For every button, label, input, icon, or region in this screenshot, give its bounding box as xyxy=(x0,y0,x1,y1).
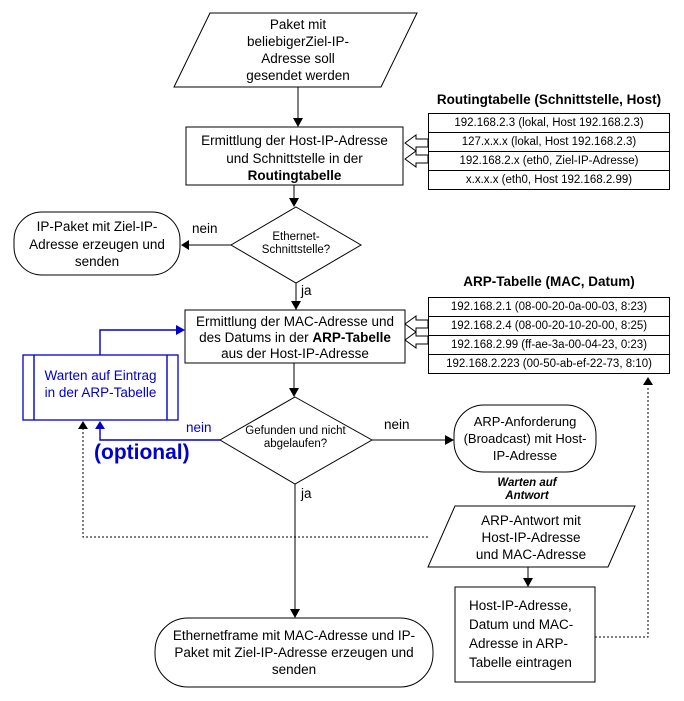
arp-table-row: 192.168.2.223 (00-50-ab-ef-22-73, 8:10) xyxy=(428,354,670,374)
connector-reply-to-wait-entry-dotted xyxy=(78,421,428,538)
arp-reply-parallelogram-shape xyxy=(427,505,636,568)
connector-start-to-routing-lookup xyxy=(293,87,303,127)
arp-table-title: ARP-Tabelle (MAC, Datum) xyxy=(463,274,635,289)
connector-wait-entry-to-arp-lookup-blue xyxy=(99,325,185,355)
arp-request-label: ARP-Anforderung (Broadcast) mit Host- IP… xyxy=(463,414,587,463)
start-parallelogram-shape xyxy=(173,12,418,88)
connector-ethernet-ja-to-arp-lookup xyxy=(291,283,301,310)
routing-table-row: 192.168.2.3 (lokal, Host 192.168.2.3) xyxy=(428,113,670,133)
connector-found-nein-to-arp-request xyxy=(372,435,454,445)
routing-lookup-shape xyxy=(185,126,404,186)
connector-arp-store-to-arp-table-dotted xyxy=(595,377,653,638)
wait-entry-shape xyxy=(22,354,179,421)
routing-table-title: Routingtabelle (Schnittstelle, Host) xyxy=(436,92,662,107)
arp-table-row: 192.168.2.99 (ff-ae-3a-00-04-23, 0:23) xyxy=(428,335,670,355)
hollow-arrows-arp-table xyxy=(404,315,429,349)
connector-arp-reply-to-arp-store xyxy=(523,567,533,587)
send-ip-packet-label: IP-Paket mit Ziel-IP- Adresse erzeugen u… xyxy=(29,219,165,269)
found-decision-label: Gefunden und nicht abgelaufen? xyxy=(245,425,346,450)
arp-store-shape xyxy=(454,586,596,683)
routing-table-row: x.x.x.x (eth0, Host 192.168.2.99) xyxy=(428,170,670,190)
optional-label: (optional) xyxy=(94,441,190,464)
connector-found-nein-to-wait-entry-blue xyxy=(95,421,220,441)
connector-found-ja-to-send-frame xyxy=(290,484,300,618)
arp-lookup-shape xyxy=(184,309,406,364)
routing-table-row: 127.x.x.x (lokal, Host 192.168.2.3) xyxy=(428,132,670,152)
connector-ethernet-nein-to-send-ip xyxy=(181,240,231,250)
arp-table-row: 192.168.2.1 (08-00-20-0a-00-03, 8:23) xyxy=(428,297,670,317)
send-ip-packet-shape xyxy=(13,211,181,276)
send-frame-label: Ethernetframe mit MAC-Adresse und IP- Pa… xyxy=(172,628,416,677)
start-label: Paket mit beliebigerZiel-IP- Adresse sol… xyxy=(246,17,350,83)
arp-table: 192.168.2.1 (08-00-20-0a-00-03, 8:23) 19… xyxy=(428,297,670,374)
connector-arp-lookup-to-found-decision xyxy=(289,363,299,397)
send-frame-shape xyxy=(154,617,434,688)
connector-routing-lookup-to-ethernet-decision xyxy=(289,185,299,207)
found-nein-right-label: nein xyxy=(384,417,410,432)
wait-answer-note: Warten auf Antwort xyxy=(497,477,557,502)
arp-table-row: 192.168.2.4 (08-00-20-10-20-00, 8:25) xyxy=(428,316,670,336)
routing-table: 192.168.2.3 (lokal, Host 192.168.2.3) 12… xyxy=(428,113,670,190)
routing-table-row: 192.168.2.x (eth0, Ziel-IP-Adresse) xyxy=(428,151,670,171)
arp-store-label: Host-IP-Adresse, Datum und MAC- Adresse … xyxy=(469,598,574,670)
arp-lookup-label: Ermittlung der MAC-Adresse und des Datum… xyxy=(195,314,395,361)
ethernet-decision-label: Ethernet- Schnittstelle? xyxy=(261,231,331,256)
arp-request-shape xyxy=(453,404,597,473)
routing-lookup-label: Ermittlung der Host-IP-Adresse und Schni… xyxy=(201,133,388,183)
hollow-arrows-routing-table xyxy=(404,134,429,168)
wait-entry-label: Warten auf Eintrag in der ARP-Tabelle xyxy=(44,368,157,400)
found-ja-label: ja xyxy=(301,486,312,501)
arp-reply-label: ARP-Antwort mit Host-IP-Adresse und MAC-… xyxy=(475,513,587,562)
found-nein-left-label: nein xyxy=(186,420,212,435)
ethernet-nein-label: nein xyxy=(192,221,218,236)
ethernet-ja-label: ja xyxy=(301,283,312,298)
